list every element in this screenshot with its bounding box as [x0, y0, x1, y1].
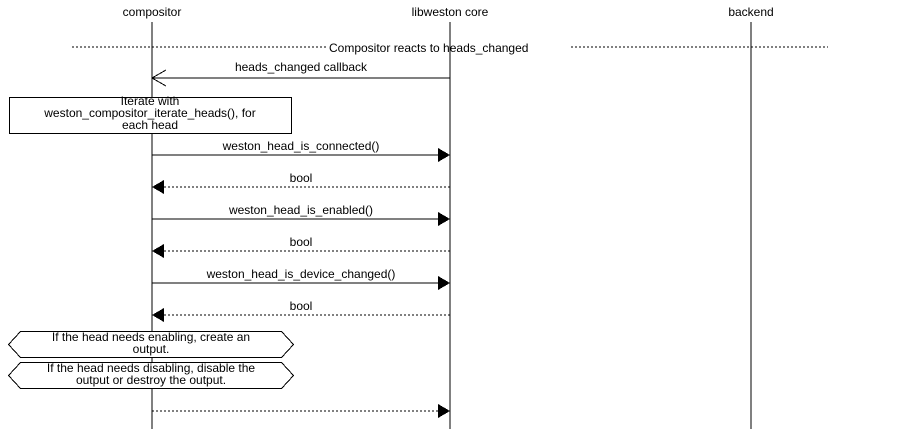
message-label-2: bool [290, 171, 313, 185]
participant-headers: compositor libweston core backend [123, 5, 774, 19]
message-heads-changed-callback: heads_changed callback [150, 60, 450, 87]
message-weston-head-is-connected: weston_head_is_connected() [152, 139, 450, 162]
section-divider: Compositor reacts to heads_changed [72, 41, 828, 55]
note-head-needs-disabling-line-0: If the head needs disabling, disable the [47, 361, 255, 375]
arrowhead-filled-5 [438, 276, 450, 290]
message-label-bg-6 [285, 300, 317, 313]
note-head-needs-disabling-line-1: output or destroy the output. [76, 373, 226, 387]
message-label-0: heads_changed callback [235, 60, 368, 74]
participant-label-compositor: compositor [123, 5, 182, 19]
message-label-bg-2 [285, 172, 317, 185]
message-label-bg-1 [196, 140, 408, 153]
note-iterate-heads: Iterate with weston_compositor_iterate_h… [9, 94, 292, 134]
message-weston-head-is-device-changed: weston_head_is_device_changed() [152, 267, 450, 290]
message-label-bg-4 [285, 236, 317, 249]
divider-label: Compositor reacts to heads_changed [329, 41, 528, 55]
arrowhead-filled-7 [438, 404, 450, 418]
message-label-3: weston_head_is_enabled() [228, 203, 373, 217]
lifelines-group [151, 22, 752, 429]
message-unlabeled-return [152, 404, 450, 418]
message-label-4: bool [290, 235, 313, 249]
message-label-5: weston_head_is_device_changed() [206, 267, 396, 281]
arrowhead-filled-2 [152, 180, 164, 194]
message-label-bg-5 [183, 268, 419, 281]
note-iterate-heads-line-0: Iterate with [121, 94, 180, 108]
message-bool-1: bool [152, 171, 450, 194]
participant-label-backend: backend [728, 5, 773, 19]
participant-label-libweston-core: libweston core [412, 5, 489, 19]
message-bool-2: bool [152, 235, 450, 258]
note-iterate-heads-line-1: weston_compositor_iterate_heads(), for [43, 106, 255, 120]
note-iterate-heads-line-2: each head [122, 118, 178, 132]
note-head-needs-enabling-line-0: If the head needs enabling, create an [52, 330, 250, 344]
message-label-bg-3 [203, 204, 399, 217]
arrowhead-filled-4 [152, 244, 164, 258]
note-iterate-heads-box [9, 97, 292, 134]
message-label-1: weston_head_is_connected() [222, 139, 380, 153]
message-weston-head-is-enabled: weston_head_is_enabled() [152, 203, 450, 226]
note-head-needs-disabling: If the head needs disabling, disable the… [7, 361, 295, 389]
note-head-needs-enabling: If the head needs enabling, create an ou… [7, 330, 295, 358]
arrowhead-open-0 [150, 69, 167, 87]
message-bool-3: bool [152, 299, 450, 322]
arrowhead-filled-6 [152, 308, 164, 322]
arrowhead-filled-3 [438, 212, 450, 226]
note-head-needs-disabling-shape [7, 362, 295, 389]
message-label-6: bool [290, 299, 313, 313]
note-head-needs-enabling-shape [7, 331, 295, 358]
note-head-needs-enabling-line-1: output. [133, 342, 170, 356]
arrowhead-filled-1 [438, 148, 450, 162]
